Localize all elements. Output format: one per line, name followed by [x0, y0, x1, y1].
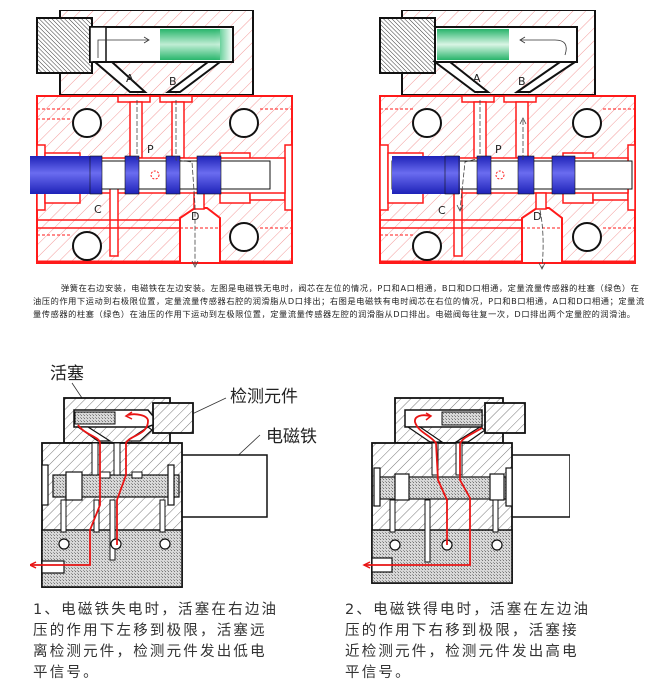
- bolt-hole: [72, 108, 102, 138]
- flow-path: [30, 424, 101, 566]
- label-piston: 活塞: [50, 364, 84, 384]
- detector-element: [484, 402, 526, 434]
- bolt-hole: [229, 108, 259, 138]
- magnet: [179, 454, 268, 518]
- end-cap: [379, 17, 436, 74]
- spool: [30, 155, 271, 195]
- port-label-d: D: [533, 210, 541, 223]
- flow-arrow-icon: [143, 36, 150, 44]
- detector-element: [152, 402, 194, 434]
- port-label-d: D: [191, 210, 199, 223]
- sensor-housing: A B: [379, 10, 596, 96]
- flow-path: [116, 413, 149, 545]
- outlet-arrow-icon: [362, 561, 371, 569]
- bolt-hole: [572, 108, 602, 138]
- caption-de-energized: 1、电磁铁失电时，活塞在右边油压的作用下左移到极限，活塞远离检测元件，检测元件发…: [33, 602, 279, 681]
- port-label-c: C: [94, 203, 102, 216]
- valve-diagram-right: A B: [379, 10, 636, 270]
- flow-path: [364, 427, 483, 566]
- port-label-p: P: [147, 143, 154, 156]
- sensor-diagram-right: [362, 397, 570, 584]
- piston: [441, 411, 483, 426]
- bolt-hole: [72, 231, 102, 261]
- bolt-hole: [412, 108, 442, 138]
- sensor-diagram-left: 活塞 检测元件 电磁铁: [30, 364, 317, 588]
- sensor-housing: A B: [36, 10, 254, 96]
- end-cap: [36, 17, 93, 74]
- description-text: 弹簧在右边安装，电磁铁在左边安装。左图是电磁铁无电时，阀芯在左位的情况，P口和A…: [33, 283, 645, 320]
- piston: [74, 411, 116, 425]
- flow-arrow-icon: [519, 36, 526, 44]
- label-magnet: 电磁铁: [266, 427, 317, 447]
- caption-energized: 2、电磁铁得电时，活塞在左边油压的作用下右移到极限，活塞接近检测元件，检测元件发…: [345, 602, 591, 681]
- port-label-b: B: [518, 75, 526, 88]
- spool: [391, 155, 633, 195]
- bolt-hole: [412, 231, 442, 261]
- green-piston: [437, 29, 509, 60]
- port-label-a: A: [126, 72, 134, 85]
- magnet: [509, 454, 570, 518]
- flow-arrow-icon: [124, 411, 133, 420]
- valve-diagram-left: A B: [30, 10, 293, 268]
- port-label-a: A: [473, 72, 481, 85]
- bolt-hole: [572, 222, 602, 252]
- outlet-arrow-icon: [30, 561, 37, 569]
- port-label-b: B: [169, 75, 177, 88]
- flow-arrow-icon: [425, 412, 433, 421]
- label-detector: 检测元件: [230, 387, 298, 407]
- flow-path: [414, 414, 448, 545]
- bolt-hole: [229, 222, 259, 252]
- port-label-c: C: [438, 204, 446, 217]
- leader-line: [189, 397, 227, 416]
- port-label-p: P: [495, 143, 502, 156]
